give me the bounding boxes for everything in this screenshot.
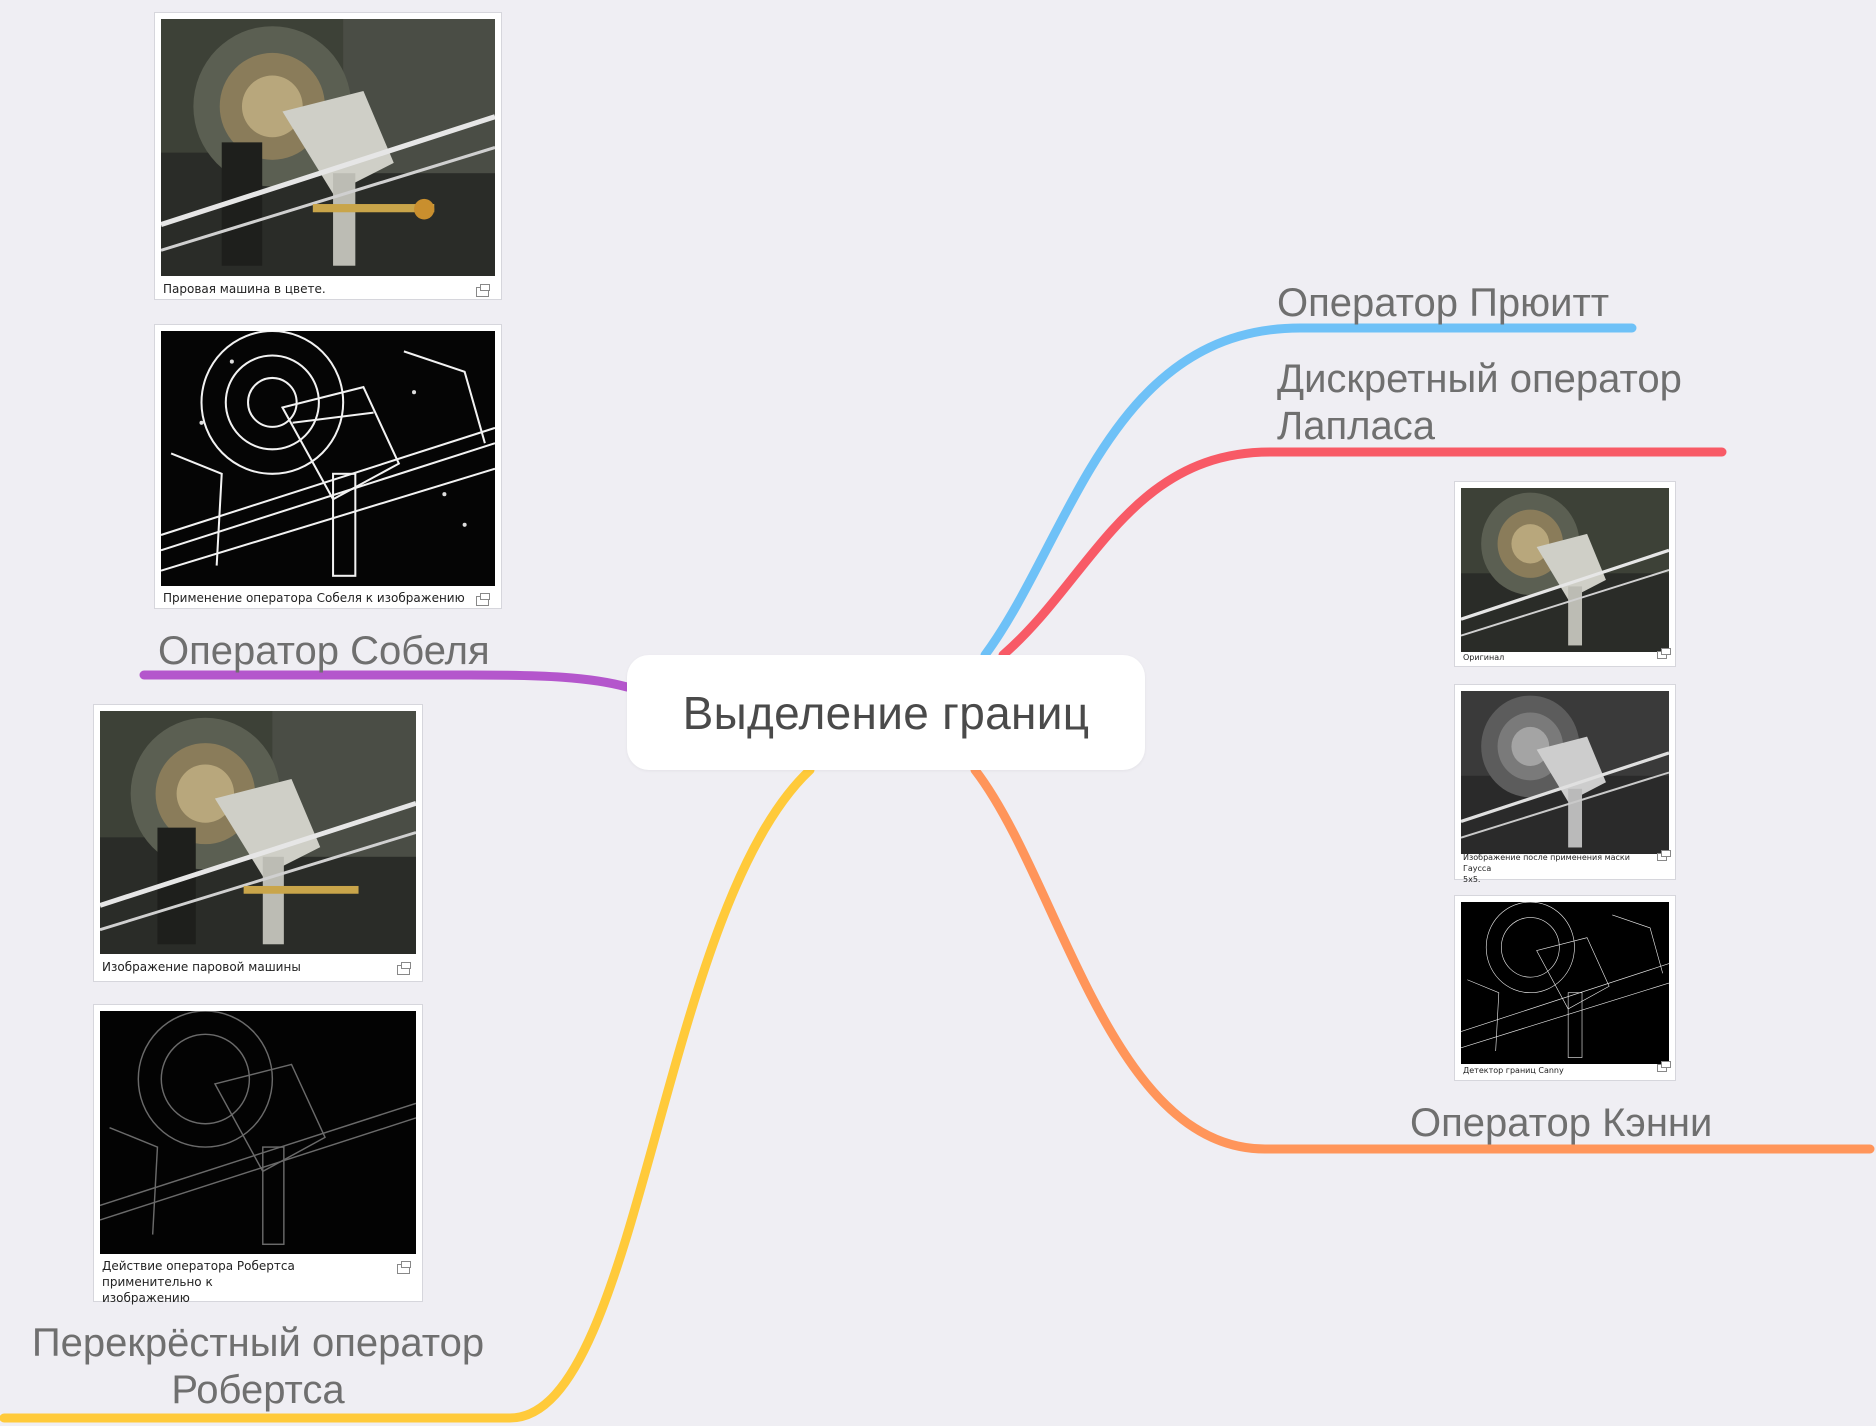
branch-line-sobel	[139, 670, 632, 692]
roberts-image-2-caption: Действие оператора Робертса применительн…	[102, 1258, 396, 1307]
roberts-image-card-1[interactable]: Изображение паровой машины	[93, 704, 423, 982]
enlarge-icon[interactable]	[1657, 648, 1671, 659]
roberts-image-2-caption-line-2: изображению	[102, 1291, 190, 1306]
root-topic-label: Выделение границ	[682, 686, 1090, 739]
sobel-image-card-2[interactable]: Применение оператора Собеля к изображени…	[154, 324, 502, 609]
enlarge-icon[interactable]	[1657, 1061, 1671, 1072]
canny-edges-image	[1461, 902, 1669, 1064]
enlarge-icon[interactable]	[476, 284, 490, 297]
sobel-color-photo	[161, 19, 495, 276]
sobel-image-2-caption: Применение оператора Собеля к изображени…	[163, 591, 465, 605]
topic-prewitt-label: Оператор Прюитт	[1277, 281, 1610, 325]
roberts-color-photo	[100, 711, 416, 954]
canny-image-2-caption-line-2: 5x5.	[1463, 874, 1481, 884]
topic-sobel[interactable]: Оператор Собеля	[158, 628, 490, 675]
sobel-edges-image	[161, 331, 495, 586]
steam-engine-image	[100, 711, 416, 954]
root-topic[interactable]: Выделение границ	[627, 655, 1145, 770]
enlarge-icon[interactable]	[1657, 850, 1671, 861]
canny-image-card-3[interactable]: Детектор границ Canny	[1454, 895, 1676, 1081]
branch-line-canny	[970, 765, 1875, 1154]
roberts-edges-photo	[100, 1011, 416, 1254]
topic-laplace[interactable]: Дискретный оператор Лапласа	[1277, 356, 1682, 450]
canny-image-card-2[interactable]: Изображение после применения маски Гаусс…	[1454, 684, 1676, 884]
topic-prewitt[interactable]: Оператор Прюитт	[1277, 280, 1609, 327]
topic-roberts-line-1: Перекрёстный оператор	[31, 1321, 485, 1365]
enlarge-icon[interactable]	[397, 1261, 411, 1274]
sobel-image-card-1[interactable]: Паровая машина в цвете.	[154, 12, 502, 300]
sobel-image-1-caption: Паровая машина в цвете.	[163, 282, 326, 296]
enlarge-icon[interactable]	[476, 593, 490, 606]
roberts-image-card-2[interactable]: Действие оператора Робертса применительн…	[93, 1004, 423, 1305]
branch-line-roberts	[0, 765, 815, 1423]
canny-original-image	[1461, 488, 1669, 652]
topic-canny-label: Оператор Кэнни	[1410, 1101, 1713, 1145]
roberts-edges-image	[100, 1011, 416, 1254]
sobel-edges-photo	[161, 331, 495, 586]
roberts-image-1-caption: Изображение паровой машины	[102, 960, 301, 974]
canny-image-2-caption: Изображение после применения маски Гаусс…	[1463, 853, 1649, 885]
topic-laplace-line-1: Дискретный оператор	[1277, 357, 1682, 401]
canny-image-3-caption: Детектор границ Canny	[1463, 1066, 1564, 1075]
topic-canny[interactable]: Оператор Кэнни	[1410, 1100, 1712, 1147]
branch-line-prewitt	[980, 323, 1637, 660]
topic-roberts-line-2: Робертса	[171, 1368, 345, 1413]
branch-line-laplace	[998, 447, 1727, 660]
topic-sobel-label: Оператор Собеля	[158, 629, 490, 673]
roberts-image-2-caption-line-1: Действие оператора Робертса применительн…	[102, 1259, 295, 1290]
canny-original-photo	[1461, 488, 1669, 652]
canny-gauss-photo	[1461, 691, 1669, 854]
topic-roberts[interactable]: Перекрёстный оператор Робертса	[20, 1320, 496, 1414]
canny-edges-photo	[1461, 902, 1669, 1064]
topic-laplace-line-2: Лапласа	[1277, 404, 1435, 449]
enlarge-icon[interactable]	[397, 962, 411, 975]
canny-image-2-caption-line-1: Изображение после применения маски Гаусс…	[1463, 853, 1630, 873]
canny-image-card-1[interactable]: Оригинал	[1454, 481, 1676, 667]
canny-gauss-image	[1461, 691, 1669, 854]
canny-image-1-caption: Оригинал	[1463, 653, 1505, 662]
steam-engine-color-image	[161, 19, 495, 276]
